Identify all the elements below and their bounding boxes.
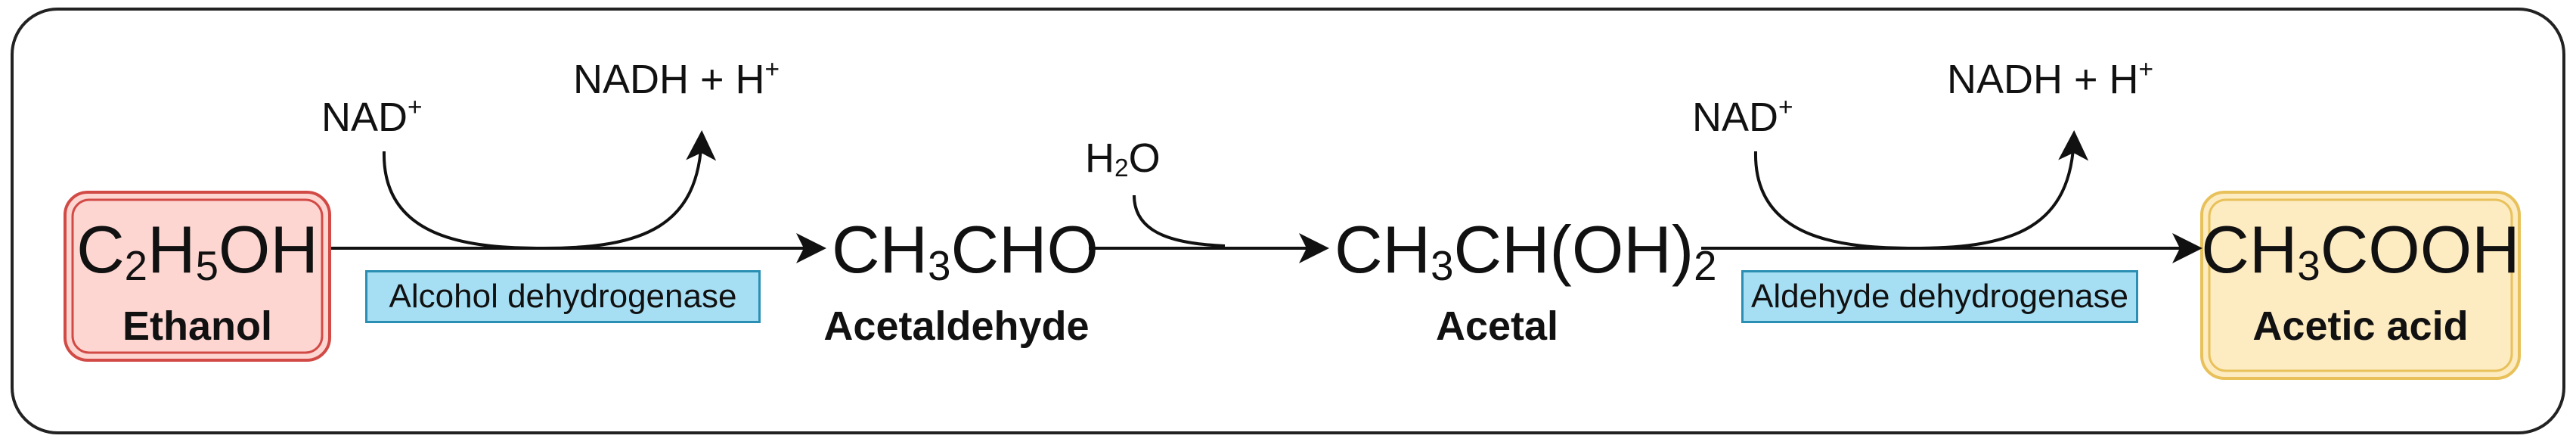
acetic-acid-name: Acetic acid	[2252, 303, 2469, 349]
nadh-label-3: NADH + H+	[1947, 55, 2154, 102]
ethanol-box	[64, 191, 331, 362]
cofactor-curve-3	[1753, 130, 2089, 250]
ethanol-name: Ethanol	[122, 303, 272, 349]
nadh-label-1: NADH + H+	[573, 55, 780, 102]
acetaldehyde-formula: CH3CHO	[832, 212, 1099, 289]
acetaldehyde-name: Acetaldehyde	[823, 303, 1090, 349]
ethanol-formula: C2H5OH	[76, 212, 318, 289]
cofactor-curve-1	[382, 130, 717, 250]
outer-frame	[11, 8, 2565, 434]
acetal-formula: CH3CH(OH)2	[1334, 212, 1717, 289]
water-label: H2O	[1085, 135, 1161, 183]
enzyme-alcohol-dehydrogenase: Alcohol dehydrogenase	[365, 270, 761, 323]
nad-label-1: NAD+	[321, 93, 423, 140]
nad-label-3: NAD+	[1692, 93, 1793, 140]
ethanol-box-inner-border	[71, 198, 324, 354]
water-curve	[1133, 194, 1226, 247]
acetic-acid-box	[2200, 191, 2521, 380]
acetic-acid-box-inner-border	[2208, 198, 2513, 372]
acetal-name: Acetal	[1435, 303, 1559, 349]
enzyme-aldehyde-dehydrogenase: Aldehyde dehydrogenase	[1741, 270, 2138, 323]
acetic-acid-formula: CH3COOH	[2201, 212, 2520, 289]
